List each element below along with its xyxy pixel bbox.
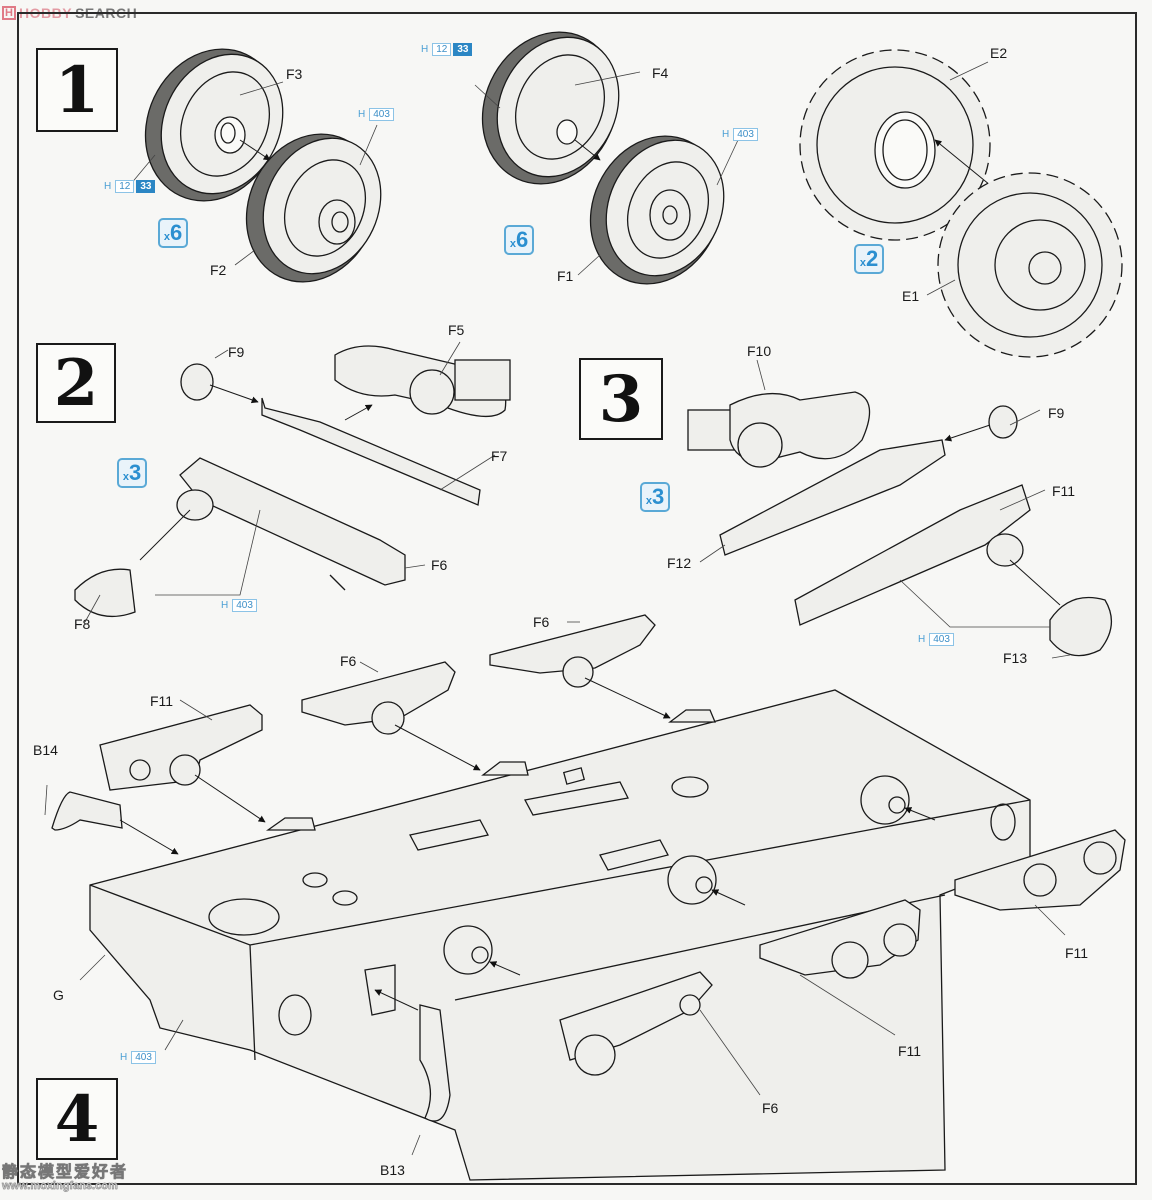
bracket-B14 bbox=[51, 791, 179, 855]
part-label-F6: F6 bbox=[533, 614, 550, 630]
part-label-F6: F6 bbox=[431, 557, 448, 573]
part-label-F13: F13 bbox=[1003, 650, 1028, 666]
paint-prefix: H bbox=[918, 634, 926, 645]
part-label-B14: B14 bbox=[33, 742, 58, 758]
part-label-F9: F9 bbox=[1048, 405, 1065, 421]
qty-count: 6 bbox=[515, 227, 529, 252]
step-number-4: 4 bbox=[36, 1078, 118, 1160]
bracket-B13 bbox=[374, 989, 451, 1122]
paint-prefix: H bbox=[421, 44, 429, 55]
step-number-text: 4 bbox=[54, 1081, 100, 1157]
part-label-F11: F11 bbox=[898, 1043, 922, 1059]
part-label-F10: F10 bbox=[747, 343, 772, 359]
sprocket-E1 bbox=[937, 172, 1123, 358]
qty-count: 3 bbox=[128, 460, 142, 485]
paint-prefix: H bbox=[221, 600, 229, 611]
part-label-F5: F5 bbox=[448, 322, 465, 338]
part-label-F2: F2 bbox=[210, 262, 227, 278]
part-label-F11: F11 bbox=[1065, 945, 1089, 961]
step2-assembly bbox=[74, 345, 511, 618]
hull-G bbox=[89, 689, 1031, 1181]
paint-code: 403 bbox=[131, 1051, 156, 1064]
suspension-F11-right bbox=[954, 829, 1126, 911]
suspension-F11-top-left bbox=[99, 704, 266, 823]
paint-prefix: H bbox=[120, 1052, 128, 1063]
part-label-F8: F8 bbox=[74, 616, 91, 632]
part-label-F4: F4 bbox=[652, 65, 669, 81]
part-label-F6: F6 bbox=[340, 653, 357, 669]
qty-count: 3 bbox=[651, 484, 665, 509]
paint-code: 12 bbox=[115, 180, 135, 193]
part-label-F7: F7 bbox=[491, 448, 508, 464]
road-wheel-F3 bbox=[144, 48, 284, 202]
paint-code: 403 bbox=[369, 108, 394, 121]
qty-count: 6 bbox=[169, 220, 183, 245]
qty-prefix: x bbox=[859, 257, 866, 269]
paint-code: 403 bbox=[733, 128, 758, 141]
part-label-F3: F3 bbox=[286, 66, 303, 82]
step-number-text: 3 bbox=[598, 361, 644, 437]
paint-ref-wheel-2: H 403 bbox=[722, 128, 758, 141]
paint-code-highlight: 33 bbox=[136, 180, 156, 193]
paint-prefix: H bbox=[358, 109, 366, 120]
part-label-B13: B13 bbox=[380, 1162, 405, 1178]
part-label-E1: E1 bbox=[902, 288, 920, 304]
suspension-F11-bottom bbox=[759, 899, 921, 979]
part-label-F6: F6 bbox=[762, 1100, 779, 1116]
road-wheel-F4 bbox=[481, 31, 620, 185]
qty-prefix: x bbox=[645, 495, 652, 507]
suspension-F6-bottom bbox=[559, 971, 713, 1076]
paint-ref-hull: H 403 bbox=[120, 1051, 156, 1064]
qty-prefix: x bbox=[122, 471, 129, 483]
paint-code: 403 bbox=[232, 599, 257, 612]
road-wheel-F2 bbox=[245, 133, 382, 283]
sprocket-E2 bbox=[799, 49, 991, 241]
paint-code-highlight: 33 bbox=[453, 43, 473, 56]
qty-count: 2 bbox=[865, 246, 879, 271]
part-label-F12: F12 bbox=[667, 555, 692, 571]
paint-prefix: H bbox=[104, 181, 112, 192]
qty-prefix: x bbox=[509, 238, 516, 250]
paint-prefix: H bbox=[722, 129, 730, 140]
paint-ref-wheel-1: H 403 bbox=[358, 108, 394, 121]
part-label-F1: F1 bbox=[557, 268, 574, 284]
watermark-chinese-text: 静态模型爱好者 bbox=[2, 1164, 129, 1182]
suspension-F6-top-mid bbox=[301, 661, 481, 771]
part-label-E2: E2 bbox=[990, 45, 1008, 61]
instruction-frame bbox=[17, 12, 1137, 1185]
paint-ref-step3: H 403 bbox=[918, 633, 954, 646]
paint-code: 12 bbox=[432, 43, 452, 56]
part-label-F9: F9 bbox=[228, 344, 245, 360]
paint-ref-step2: H 403 bbox=[221, 599, 257, 612]
step-number-1: 1 bbox=[36, 48, 118, 132]
step3-assembly bbox=[687, 391, 1112, 657]
suspension-F6-top-right bbox=[489, 614, 671, 719]
part-label-G: G bbox=[53, 987, 64, 1003]
hobbysearch-logo-icon: H bbox=[2, 6, 16, 20]
step-number-text: 1 bbox=[54, 52, 100, 128]
watermark-url: www.moxingfans.com bbox=[2, 1180, 118, 1192]
qty-prefix: x bbox=[163, 231, 170, 243]
step-number-text: 2 bbox=[53, 345, 99, 421]
step-number-2: 2 bbox=[36, 343, 116, 423]
step-number-3: 3 bbox=[579, 358, 663, 440]
part-label-F11: F11 bbox=[150, 693, 174, 709]
moxingfans-watermark: 静态模型爱好者 www.moxingfans.com bbox=[2, 1158, 162, 1193]
part-label-F11: F11 bbox=[1052, 483, 1076, 499]
paint-code: 403 bbox=[929, 633, 954, 646]
road-wheel-F1 bbox=[589, 135, 725, 285]
